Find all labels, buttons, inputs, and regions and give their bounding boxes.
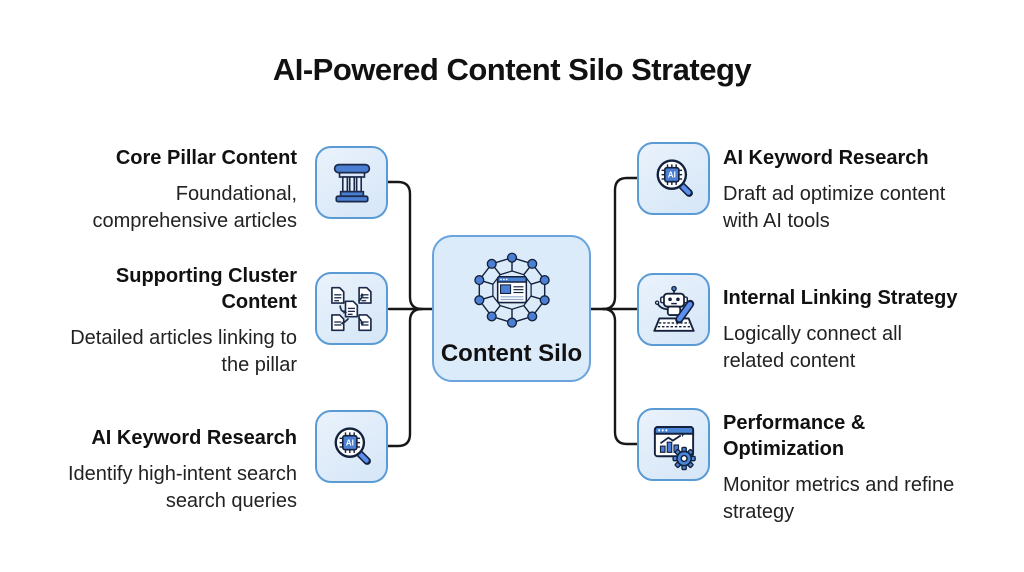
icon-box-core-pillar bbox=[315, 146, 388, 219]
robot-writing-icon bbox=[652, 285, 695, 332]
list-item-supporting-cluster: Supporting Cluster Content Detailed arti… bbox=[25, 263, 297, 379]
item-description: Draft ad optimize content with AI tools bbox=[723, 183, 946, 232]
center-node-label: Content Silo bbox=[440, 339, 583, 367]
pillar-icon bbox=[333, 163, 370, 203]
item-description: Logically connect all related content bbox=[723, 323, 902, 372]
page-title: AI-Powered Content Silo Strategy bbox=[272, 52, 752, 87]
list-item-ai-keyword-right: AI Keyword Research Draft ad optimize co… bbox=[723, 145, 1018, 235]
ai-search-icon: AI bbox=[334, 426, 371, 465]
document-cluster-icon bbox=[330, 286, 372, 331]
item-description: Monitor metrics and refine strategy bbox=[723, 474, 955, 523]
icon-box-ai-keyword-left: AI bbox=[315, 410, 388, 483]
network-web-icon bbox=[473, 252, 550, 328]
list-item-core-pillar: Core Pillar Content Foundational, compre… bbox=[25, 145, 297, 235]
item-title: Supporting Cluster Content bbox=[115, 265, 297, 313]
svg-text:AI: AI bbox=[345, 438, 353, 447]
ai-search-icon: AI bbox=[656, 158, 693, 197]
item-description: Detailed articles linking to the pillar bbox=[70, 327, 297, 376]
analytics-gear-icon bbox=[653, 425, 696, 470]
item-title: Core Pillar Content bbox=[115, 147, 297, 169]
list-item-ai-keyword-left: AI Keyword Research Identify high-intent… bbox=[25, 425, 297, 515]
icon-box-performance bbox=[637, 408, 710, 481]
item-description: Foundational, comprehensive articles bbox=[92, 183, 297, 232]
icon-box-ai-keyword-right: AI bbox=[637, 142, 710, 215]
item-title: Performance & Optimization bbox=[723, 412, 866, 460]
item-title: AI Keyword Research bbox=[91, 427, 297, 449]
item-description: Identify high-intent search search queri… bbox=[67, 463, 297, 512]
item-title: AI Keyword Research bbox=[723, 147, 929, 169]
icon-box-supporting-cluster bbox=[315, 272, 388, 345]
center-node-content-silo: Content Silo bbox=[432, 235, 591, 382]
list-item-internal-linking: Internal Linking Strategy Logically conn… bbox=[723, 285, 1018, 375]
item-title: Internal Linking Strategy bbox=[723, 287, 958, 309]
list-item-performance: Performance & Optimization Monitor metri… bbox=[723, 410, 1018, 526]
svg-text:AI: AI bbox=[667, 170, 675, 179]
icon-box-internal-linking bbox=[637, 273, 710, 346]
